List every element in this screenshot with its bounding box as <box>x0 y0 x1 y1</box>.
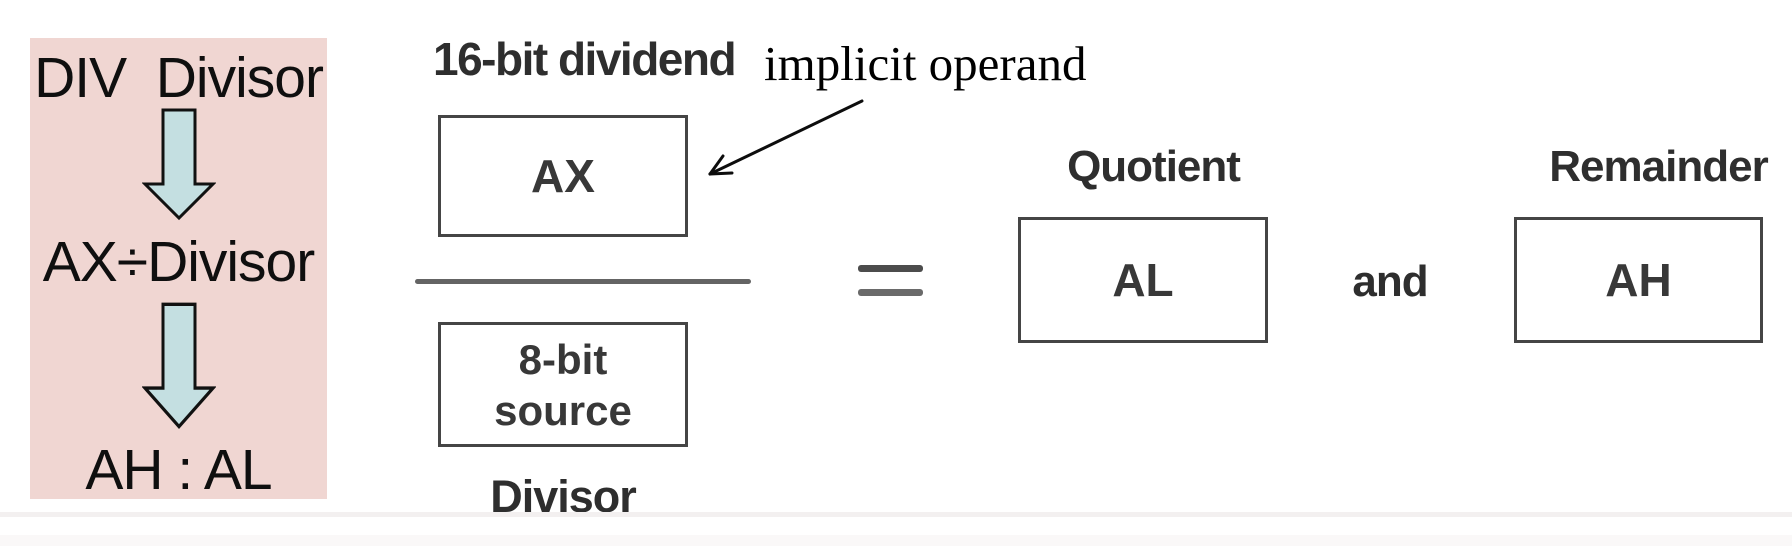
and-label: and <box>1352 257 1428 306</box>
al-register-label: AL <box>1112 254 1174 306</box>
result-registers-text: AH : AL <box>85 438 272 502</box>
bottom-scan-artifact <box>0 512 1792 517</box>
instruction-text: DIV Divisor <box>34 46 324 110</box>
quotient-label: Quotient <box>1067 142 1241 191</box>
equals-top-bar <box>858 265 923 272</box>
equals-bottom-bar <box>858 289 923 296</box>
remainder-label: Remainder <box>1549 142 1768 191</box>
operation-summary-panel: DIV Divisor AX÷Divisor AH : AL <box>30 38 327 499</box>
annotation-arrow-icon <box>708 99 864 176</box>
ax-register-label: AX <box>531 150 595 202</box>
operation-text: AX÷Divisor <box>42 230 316 294</box>
down-arrow-icon <box>141 302 216 430</box>
down-arrow-icon <box>141 108 216 221</box>
fraction-bar <box>415 279 751 284</box>
source-box-line1: 8-bit <box>518 335 608 383</box>
ah-register-box: AH <box>1514 217 1763 343</box>
equals-sign <box>858 265 923 296</box>
al-register-box: AL <box>1018 217 1268 343</box>
source-box-line2: source <box>494 386 632 434</box>
ah-register-label: AH <box>1605 254 1672 306</box>
source-box: 8-bit source <box>438 322 688 447</box>
ax-register-box: AX <box>438 115 688 237</box>
implicit-operand-annotation: implicit operand <box>764 36 1087 91</box>
dividend-label: 16-bit dividend <box>433 33 737 85</box>
bottom-scan-artifact <box>0 535 1792 546</box>
